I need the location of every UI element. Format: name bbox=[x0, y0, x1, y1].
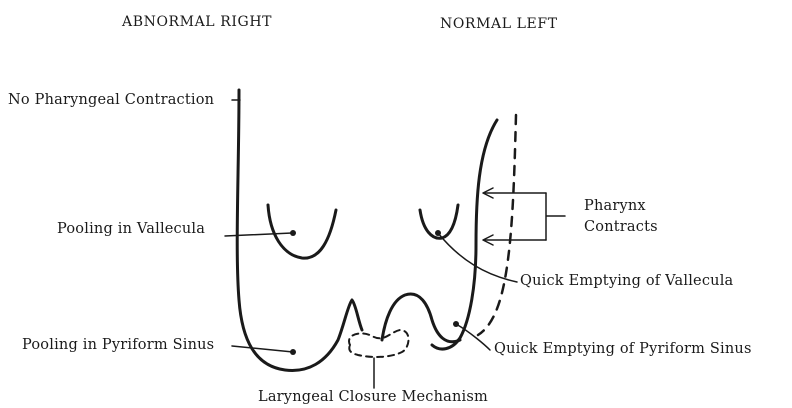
abnormal-vallecula-cup bbox=[268, 205, 336, 258]
dot-abnormal-vallecula bbox=[290, 230, 296, 236]
label-pooling-vallecula: Pooling in Vallecula bbox=[57, 222, 205, 237]
label-contracts: Contracts bbox=[584, 220, 658, 235]
dot-abnormal-pyriform bbox=[290, 349, 296, 355]
label-no-contraction: No Pharyngeal Contraction bbox=[8, 93, 214, 108]
abnormal-pharyngeal-wall bbox=[237, 90, 362, 370]
label-pharynx: Pharynx bbox=[584, 199, 646, 214]
label-quick-pyriform: Quick Emptying of Pyriform Sinus bbox=[494, 342, 752, 357]
label-quick-vallecula: Quick Emptying of Vallecula bbox=[520, 274, 733, 289]
leader-pooling-vallecula bbox=[225, 233, 292, 236]
leader-pooling-pyriform bbox=[232, 346, 293, 352]
normal-pharyngeal-wall bbox=[432, 120, 497, 349]
dot-normal-pyriform bbox=[453, 321, 459, 327]
dot-normal-vallecula bbox=[435, 230, 441, 236]
pharynx-contracts-bracket bbox=[546, 193, 565, 240]
label-laryngeal-closure: Laryngeal Closure Mechanism bbox=[258, 390, 488, 405]
label-pooling-pyriform: Pooling in Pyriform Sinus bbox=[22, 338, 214, 353]
heading-abnormal-right: ABNORMAL RIGHT bbox=[122, 15, 272, 29]
heading-normal-left: NORMAL LEFT bbox=[440, 17, 558, 31]
laryngeal-closure-loop bbox=[349, 330, 408, 357]
laryngeal-bump bbox=[382, 294, 460, 342]
